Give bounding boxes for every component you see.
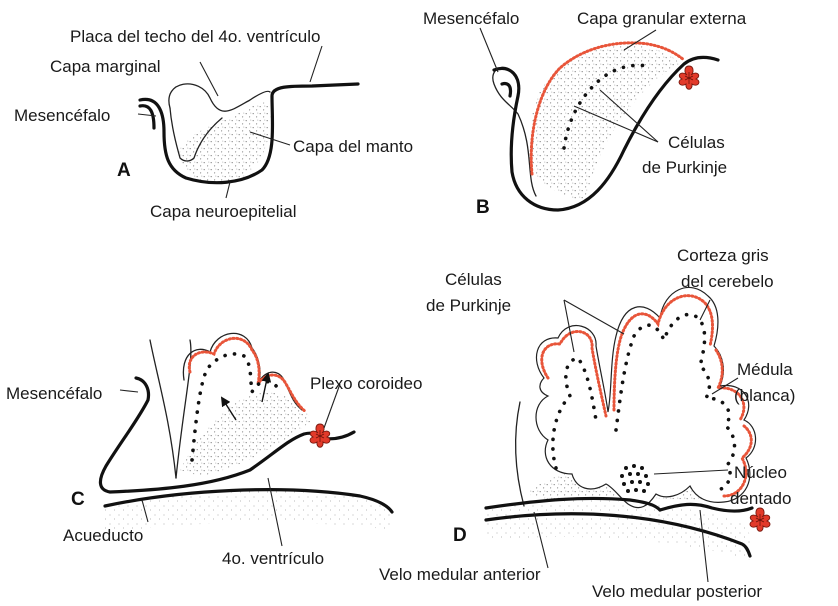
label-roof-plate: Placa del techo del 4o. ventrículo [70, 27, 320, 46]
panel-d: Células de Purkinje Corteza gris del cer… [379, 246, 795, 601]
label-fourth-ventricle: 4o. ventrículo [222, 549, 324, 568]
label-purkinje-d-2: de Purkinje [426, 296, 511, 315]
panel-letter-c: C [71, 489, 85, 510]
label-dentate-1: Núcleo [734, 463, 787, 482]
label-gray-cortex-1: Corteza gris [677, 246, 769, 265]
label-aqueduct: Acueducto [63, 526, 143, 545]
label-dentate-2: dentado [730, 489, 791, 508]
label-medulla-2: (blanca) [734, 386, 795, 405]
label-mesencephalon-c: Mesencéfalo [6, 384, 102, 403]
label-anterior-velum: Velo medular anterior [379, 565, 541, 584]
label-mesencephalon-a: Mesencéfalo [14, 106, 110, 125]
label-purkinje-b-2: de Purkinje [642, 158, 727, 177]
panel-a: Placa del techo del 4o. ventrículo Capa … [14, 27, 413, 221]
panel-c: Mesencéfalo Plexo coroideo Acueducto 4o.… [6, 333, 422, 568]
label-gray-cortex-2: del cerebelo [681, 272, 774, 291]
leader-roof-plate [310, 46, 322, 82]
mantle-layer-region [180, 103, 271, 184]
leader-marginal [200, 62, 218, 96]
panel-letter-b: B [476, 197, 490, 218]
label-neuroepithelial-layer: Capa neuroepitelial [150, 202, 297, 221]
panel-letter-a: A [117, 160, 131, 181]
label-purkinje-d-1: Células [445, 270, 502, 289]
label-marginal-layer: Capa marginal [50, 57, 161, 76]
choroid-plexus-c [310, 424, 330, 447]
label-mantle-layer: Capa del manto [293, 137, 413, 156]
label-external-granular-layer: Capa granular externa [577, 9, 747, 28]
label-purkinje-b-1: Células [668, 133, 725, 152]
label-medulla-1: Médula [737, 360, 793, 379]
choroid-plexus-d [750, 508, 770, 531]
choroid-plexus-b [679, 66, 699, 89]
label-posterior-velum: Velo medular posterior [592, 582, 762, 601]
panel-b: Mesencéfalo Capa granular externa Célula… [423, 9, 747, 218]
panel-letter-d: D [453, 525, 467, 546]
leader-neuroepithelial [226, 182, 230, 198]
label-choroid-plexus: Plexo coroideo [310, 374, 422, 393]
label-mesencephalon-b: Mesencéfalo [423, 9, 519, 28]
